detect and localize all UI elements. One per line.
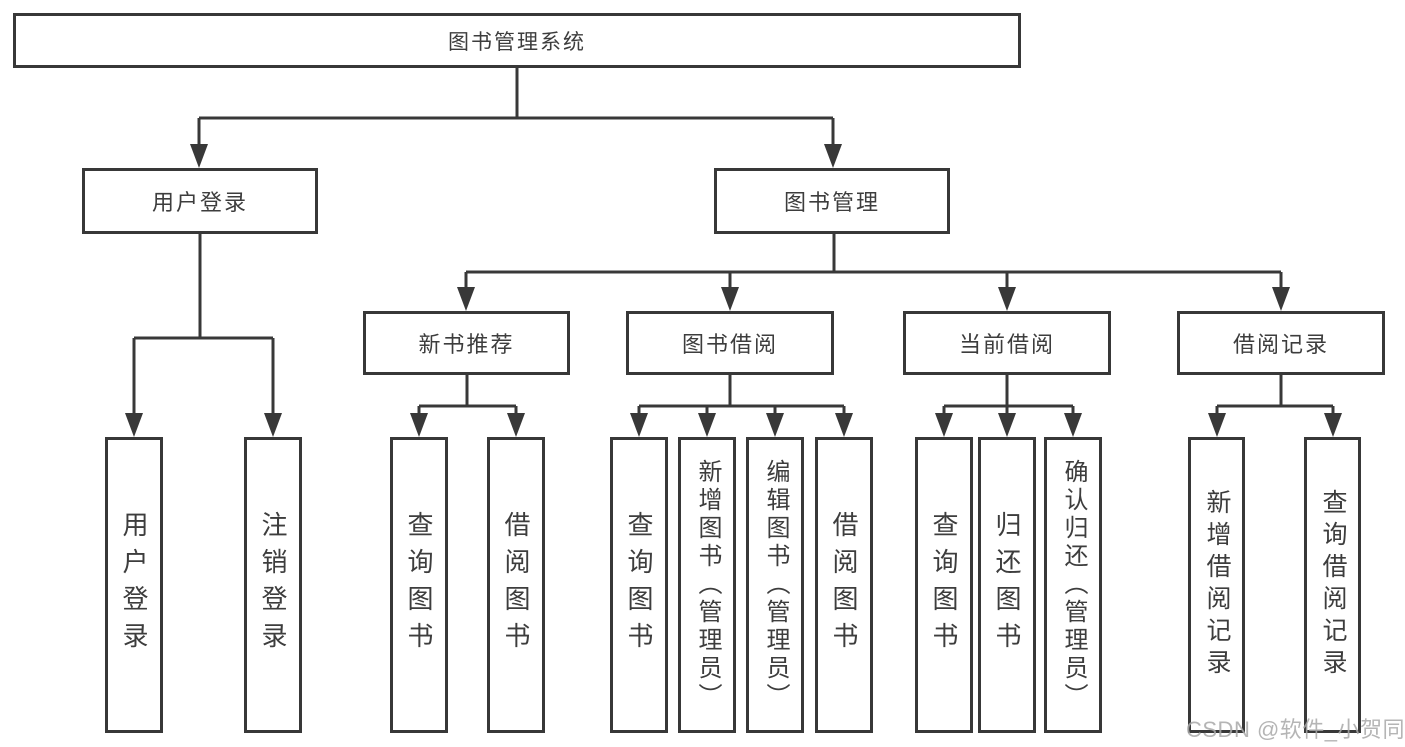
node-borrowing-records: 借阅记录 <box>1177 311 1385 375</box>
leaf-add-borrowing-record-label: 新增借阅记录 <box>1203 489 1231 681</box>
leaf-borrow-books-newbooks: 借阅图书 <box>487 437 545 733</box>
leaf-query-books-current: 查询图书 <box>915 437 973 733</box>
leaf-query-books-borrowing: 查询图书 <box>610 437 668 733</box>
leaf-edit-books-admin-label: 编辑图书（管理员） <box>762 459 789 711</box>
node-user-login-label: 用户登录 <box>151 190 248 215</box>
leaf-return-books-label: 归还图书 <box>992 511 1022 659</box>
leaf-borrow-books-borrowing-label: 借阅图书 <box>829 511 859 659</box>
node-new-book-recommendation-label: 新书推荐 <box>418 332 515 357</box>
leaf-logout: 注销登录 <box>244 437 302 733</box>
leaf-edit-books-admin: 编辑图书（管理员） <box>746 437 804 733</box>
node-book-management-label: 图书管理 <box>783 190 880 215</box>
node-new-book-recommendation: 新书推荐 <box>363 311 570 375</box>
leaf-user-login-label: 用户登录 <box>119 511 149 659</box>
node-current-borrowing-label: 当前借阅 <box>958 332 1055 357</box>
leaf-query-books-newbooks: 查询图书 <box>390 437 448 733</box>
leaf-add-borrowing-record: 新增借阅记录 <box>1188 437 1245 733</box>
csdn-watermark: CSDN @软件_小贺同学 <box>1186 717 1405 742</box>
node-library-management-system: 图书管理系统 <box>13 13 1021 68</box>
leaf-add-books-admin-label: 新增图书（管理员） <box>694 459 721 711</box>
leaf-add-books-admin: 新增图书（管理员） <box>678 437 736 733</box>
node-library-management-system-label: 图书管理系统 <box>448 30 586 54</box>
node-book-borrowing: 图书借阅 <box>626 311 834 375</box>
leaf-query-books-current-label: 查询图书 <box>929 511 959 659</box>
leaf-user-login: 用户登录 <box>105 437 163 733</box>
node-current-borrowing: 当前借阅 <box>903 311 1111 375</box>
leaf-query-books-borrowing-label: 查询图书 <box>624 511 654 659</box>
leaf-query-books-newbooks-label: 查询图书 <box>404 511 434 659</box>
leaf-borrow-books-newbooks-label: 借阅图书 <box>501 511 531 659</box>
leaf-query-borrowing-record-label: 查询借阅记录 <box>1319 489 1347 681</box>
leaf-return-books: 归还图书 <box>978 437 1036 733</box>
leaf-borrow-books-borrowing: 借阅图书 <box>815 437 873 733</box>
leaf-query-borrowing-record: 查询借阅记录 <box>1304 437 1361 733</box>
leaf-confirm-return-admin-label: 确认归还（管理员） <box>1060 459 1087 711</box>
leaf-logout-label: 注销登录 <box>258 511 288 659</box>
node-borrowing-records-label: 借阅记录 <box>1232 332 1329 357</box>
node-book-management: 图书管理 <box>714 168 950 234</box>
node-book-borrowing-label: 图书借阅 <box>681 332 778 357</box>
node-user-login: 用户登录 <box>82 168 318 234</box>
leaf-confirm-return-admin: 确认归还（管理员） <box>1044 437 1102 733</box>
